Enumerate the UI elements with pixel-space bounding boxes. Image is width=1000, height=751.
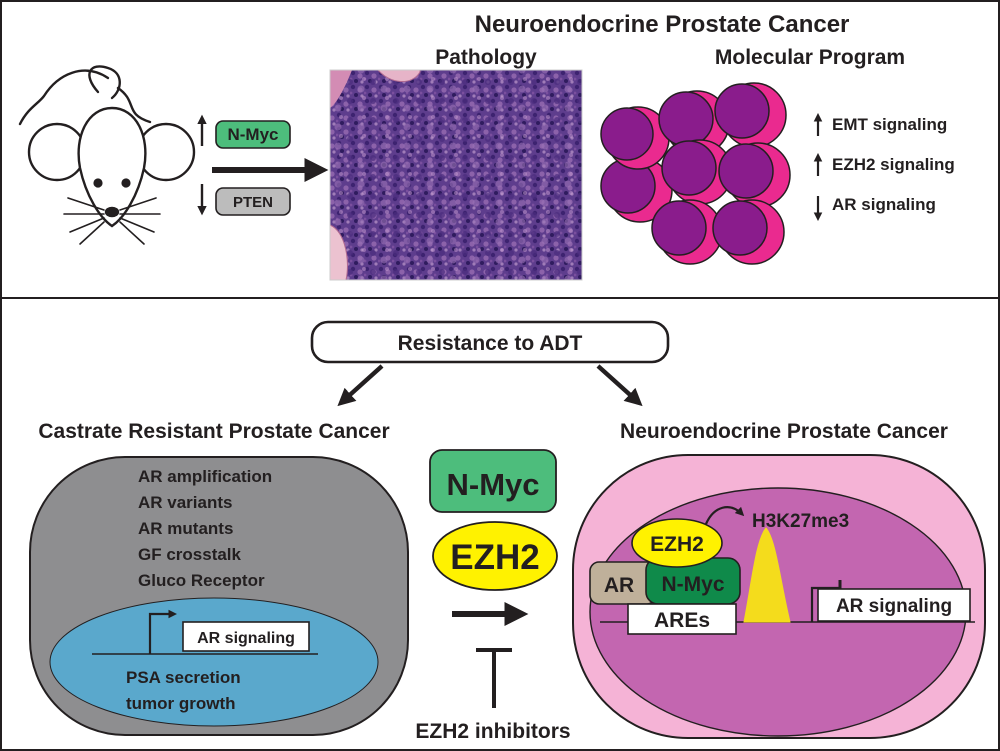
molecular-program-label: Molecular Program <box>715 46 905 69</box>
signal-emt-label: EMT signaling <box>832 115 947 134</box>
mouse-pten-box <box>215 187 291 216</box>
methylation-curved-arrow <box>704 506 745 525</box>
crpc-mechanism-4: GF crosstalk <box>138 545 242 564</box>
top-title: Neuroendocrine Prostate Cancer <box>475 11 850 38</box>
crpc-outcome-2: tumor growth <box>126 694 236 713</box>
nepc-title: Neuroendocrine Prostate Cancer <box>620 420 948 443</box>
nepc-ares-box <box>627 603 737 635</box>
crpc-ar-signaling-label: AR signaling <box>197 630 295 647</box>
h3k27me3-peak <box>743 527 791 623</box>
ezh2-inhibitors-label: EZH2 inhibitors <box>415 720 570 743</box>
crpc-mechanism-5: Gluco Receptor <box>138 571 265 590</box>
mouse-pten-label: PTEN <box>233 194 273 211</box>
resistance-to-adt-label: Resistance to ADT <box>398 332 583 355</box>
nepc-ares-label: AREs <box>654 609 710 632</box>
resistance-to-adt-box <box>310 320 670 364</box>
resistance-to-crpc-arrow <box>337 364 384 407</box>
nepc-ar-signaling-box <box>817 588 971 622</box>
neuroendocrine-cell-cluster <box>600 82 791 265</box>
crpc-title: Castrate Resistant Prostate Cancer <box>38 420 389 443</box>
nepc-nmyc-label: N-Myc <box>661 573 724 596</box>
crpc-mechanism-1: AR amplification <box>138 467 272 486</box>
crpc-ar-signaling-box <box>182 621 310 652</box>
center-ezh2-ellipse <box>432 521 558 591</box>
nepc-repressed-promoter <box>810 586 840 622</box>
crpc-promoter-arrow <box>148 609 178 654</box>
signal-ezh2-label: EZH2 signaling <box>832 155 955 174</box>
nepc-ezh2-label: EZH2 <box>650 533 704 556</box>
crpc-mechanism-3: AR mutants <box>138 519 233 538</box>
mouse-icon <box>18 65 196 245</box>
signal-ar-label: AR signaling <box>832 195 936 214</box>
center-nmyc-box <box>429 449 557 513</box>
pathology-histology-image <box>329 69 583 281</box>
bottom-panel-frame <box>0 297 1000 751</box>
center-nmyc-label: N-Myc <box>446 467 539 502</box>
resistance-to-nepc-arrow <box>596 364 643 407</box>
crpc-outcome-1: PSA secretion <box>126 668 241 687</box>
mouse-nmyc-label: N-Myc <box>227 125 278 144</box>
nepc-ezh2-ellipse <box>631 518 723 568</box>
mouse-nmyc-box <box>215 120 291 149</box>
nepc-ar-label: AR <box>604 574 634 597</box>
nepc-ar-signaling-label: AR signaling <box>836 596 952 617</box>
h3k27me3-label: H3K27me3 <box>752 511 849 532</box>
center-ezh2-label: EZH2 <box>450 538 539 577</box>
crpc-mechanism-2: AR variants <box>138 493 232 512</box>
pathology-label: Pathology <box>435 46 537 69</box>
